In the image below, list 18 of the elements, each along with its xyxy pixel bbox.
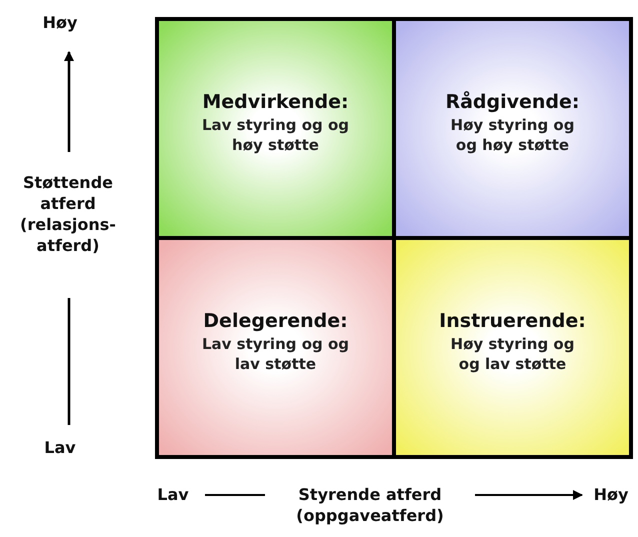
axis-label: Styrende atferd (oppgaveatferd) bbox=[295, 484, 445, 526]
quadrant-heading: Medvirkende: bbox=[202, 91, 349, 113]
axis-label: Støttende atferd (relasjons- atferd) bbox=[19, 172, 117, 256]
quadrant-description: Høy styring og og høy støtte bbox=[450, 115, 576, 155]
axis-label: Høy bbox=[592, 484, 630, 505]
quadrant-heading: Delegerende: bbox=[203, 310, 348, 332]
quadrant-panel bbox=[394, 19, 631, 238]
quadrant-description: Høy styring og og lav støtte bbox=[450, 334, 576, 374]
quadrant-panel bbox=[394, 238, 631, 457]
axis-label: Lav bbox=[43, 437, 77, 458]
quadrant-panel bbox=[157, 19, 394, 238]
quadrant-heading: Rådgivende: bbox=[445, 91, 580, 113]
axis-label: Lav bbox=[156, 484, 190, 505]
quadrant-description: Lav styring og og høy støtte bbox=[200, 115, 350, 155]
quadrant-description: Lav styring og og lav støtte bbox=[200, 334, 350, 374]
axis-label: Høy bbox=[42, 12, 78, 33]
quadrant-heading: Instruerende: bbox=[439, 310, 586, 332]
quadrant-panel bbox=[157, 238, 394, 457]
